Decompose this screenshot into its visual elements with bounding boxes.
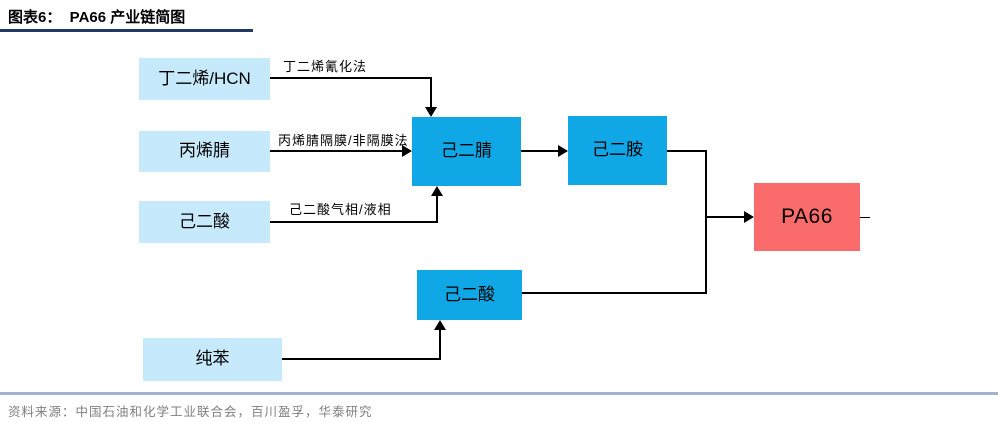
node-adipic-acid-mid-label: 己二酸 — [444, 284, 495, 304]
edge-adn-hmda-line — [521, 150, 559, 152]
source-note: 资料来源：中国石油和化学工业联合会，百川盈孚，华泰研究 — [8, 405, 373, 419]
node-hexamethylenediamine-label: 己二胺 — [592, 140, 643, 160]
edge-adipic-line-v — [436, 195, 438, 223]
node-butadiene-hcn-label: 丁二烯/HCN — [158, 68, 251, 88]
footer-divider — [0, 392, 998, 395]
node-adipic-acid-raw: 己二酸 — [139, 201, 270, 243]
node-acrylonitrile-label: 丙烯腈 — [179, 141, 230, 161]
edge-hmda-out-line — [667, 150, 707, 152]
node-butadiene-hcn: 丁二烯/HCN — [139, 58, 270, 100]
node-adipic-acid-mid: 己二酸 — [417, 270, 522, 320]
edge-adipic-mid-out-line — [522, 292, 707, 294]
node-adiponitrile-label: 己二腈 — [441, 141, 492, 161]
edge-acrylonitrile-label: 丙烯腈隔膜/非隔膜法 — [278, 133, 409, 148]
edge-pa66-stub-line — [860, 217, 870, 218]
edge-adipic-line-h — [270, 221, 438, 223]
edge-into-pa66-arrowhead-icon — [744, 211, 754, 223]
edge-butadiene-label: 丁二烯氰化法 — [283, 59, 368, 74]
node-pure-benzene-label: 纯苯 — [195, 349, 230, 369]
title-underline — [0, 29, 253, 32]
edge-benzene-line-h — [282, 358, 441, 360]
node-adiponitrile: 己二腈 — [412, 117, 521, 186]
edge-butadiene-line-h — [270, 77, 432, 79]
node-pa66-label: PA66 — [781, 205, 833, 229]
edge-adn-hmda-arrowhead-icon — [558, 145, 568, 157]
edge-benzene-arrowhead-icon — [434, 320, 446, 330]
figure-title: 图表6： PA66 产业链简图 — [8, 9, 186, 26]
edge-into-pa66-line — [706, 216, 745, 218]
edge-merge-line-v — [705, 150, 707, 294]
node-acrylonitrile: 丙烯腈 — [139, 131, 270, 172]
edge-acrylonitrile-line — [270, 150, 403, 152]
edge-butadiene-arrowhead-icon — [425, 107, 437, 117]
node-pa66: PA66 — [754, 183, 860, 251]
node-adipic-acid-raw-label: 己二酸 — [179, 211, 230, 231]
edge-butadiene-line-v — [430, 77, 432, 108]
edge-adipic-arrowhead-icon — [431, 186, 443, 196]
edge-acrylonitrile-arrowhead-icon — [402, 145, 412, 157]
edge-adipic-label: 己二酸气相/液相 — [289, 202, 392, 217]
edge-benzene-line-v — [439, 329, 441, 360]
node-hexamethylenediamine: 己二胺 — [568, 116, 667, 185]
node-pure-benzene: 纯苯 — [143, 338, 282, 381]
